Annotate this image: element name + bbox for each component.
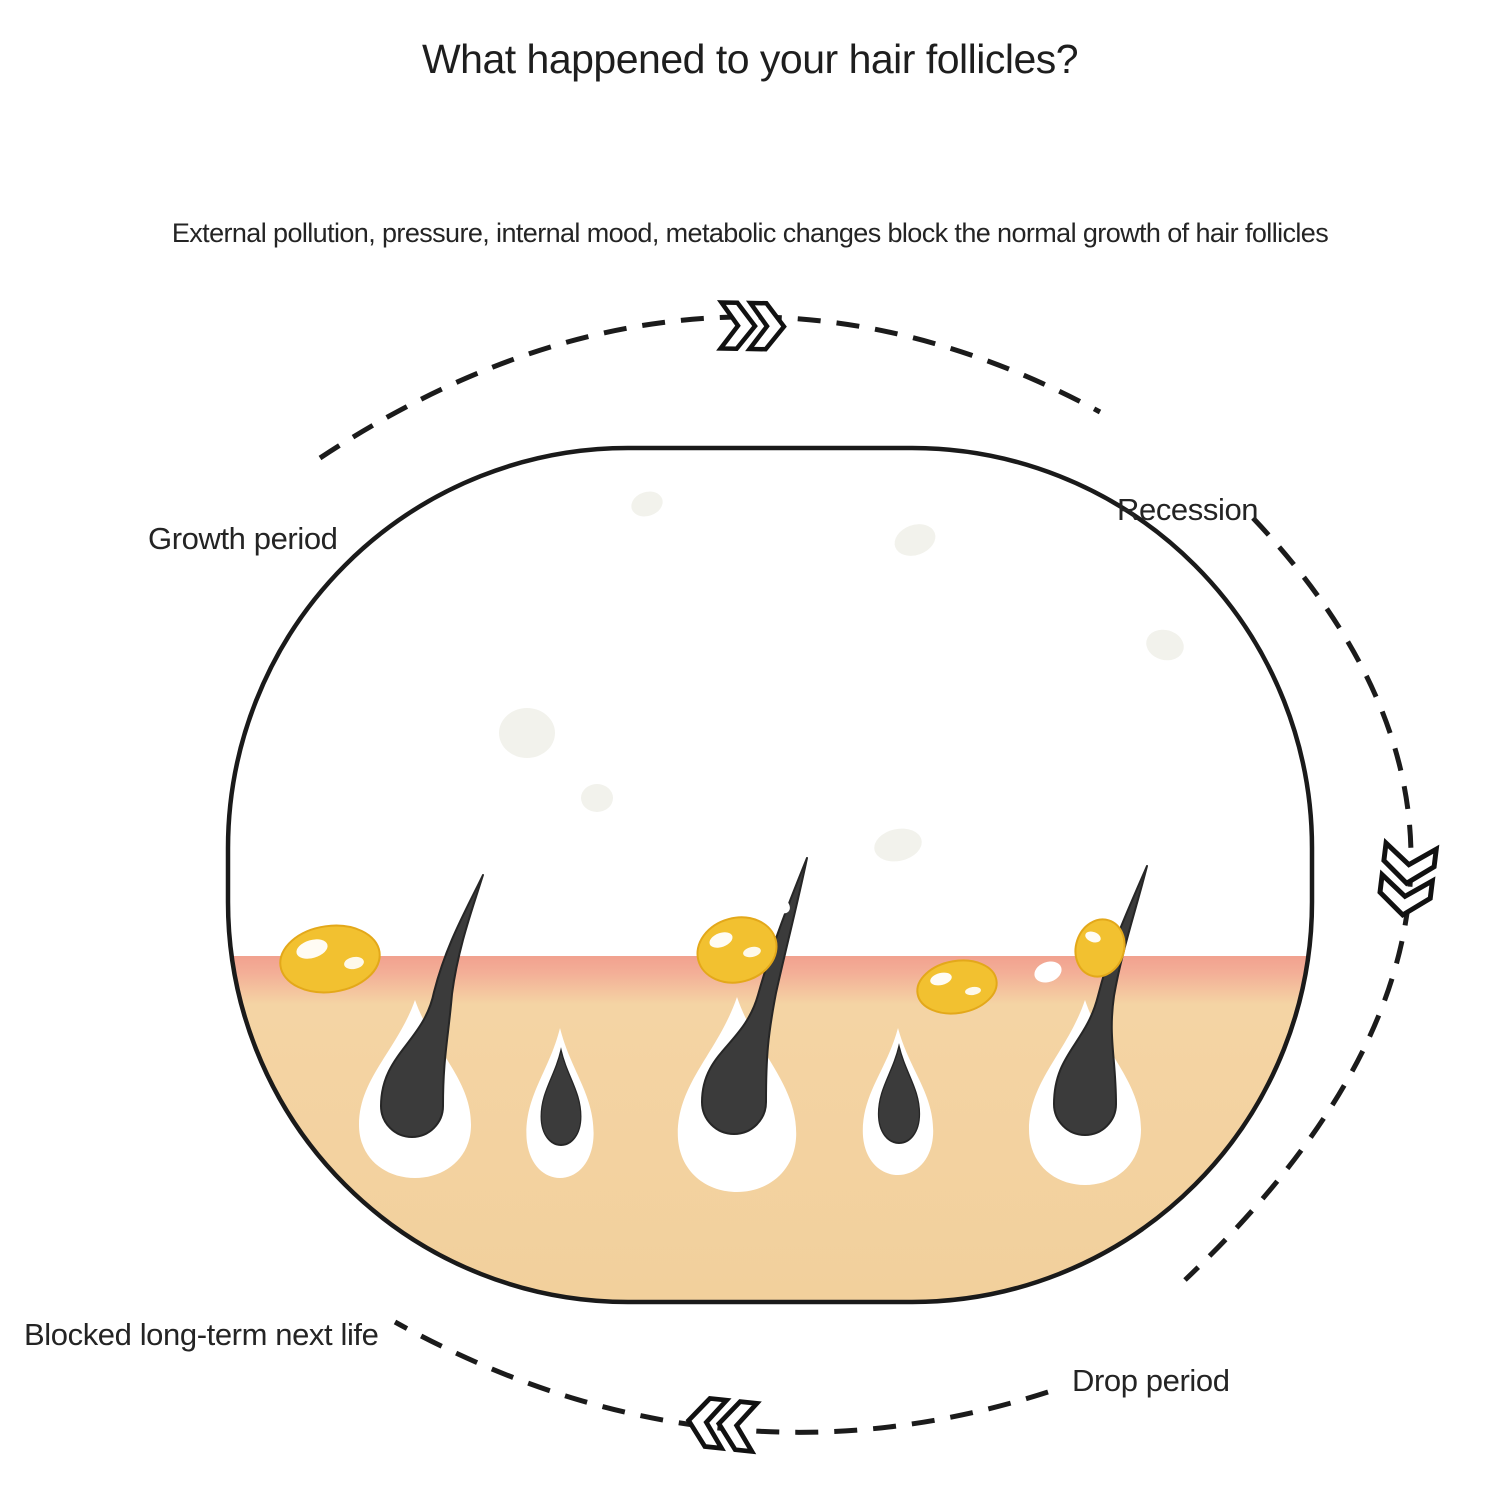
sebum-drop <box>696 916 778 984</box>
hair-strand-right <box>1053 865 1148 1136</box>
double-chevron-left-icon <box>686 1396 757 1451</box>
hair-strand-center <box>701 857 808 1135</box>
sebum-drops <box>279 916 1126 1015</box>
hair-glint <box>772 896 790 914</box>
air-specks <box>499 491 1184 862</box>
cycle-arcs <box>318 314 1414 1435</box>
label-growth-period: Growth period <box>148 521 338 556</box>
sebum-drop <box>279 924 381 994</box>
cycle-arc-top <box>318 314 1102 461</box>
skin-cross-section <box>228 448 1312 1302</box>
sebum-drop <box>1074 918 1126 978</box>
label-blocked-long-term: Blocked long-term next life <box>24 1317 379 1352</box>
sebum-drop <box>916 959 998 1015</box>
hair-strands <box>380 857 1148 1138</box>
cycle-arc-bottom <box>393 1319 1049 1435</box>
hair-strand-left <box>380 874 484 1138</box>
skin-speck <box>1034 961 1062 983</box>
label-drop-period: Drop period <box>1072 1363 1230 1398</box>
double-chevron-down-icon <box>1378 843 1437 918</box>
page-subtitle: External pollution, pressure, internal m… <box>171 218 1329 248</box>
label-recession: Recession <box>1117 492 1259 527</box>
double-chevron-right-icon <box>721 302 785 349</box>
magnifier-circle-outline <box>225 445 1315 1305</box>
cycle-arc-right <box>1183 516 1414 1282</box>
page-title: What happened to your hair follicles? <box>421 36 1079 82</box>
